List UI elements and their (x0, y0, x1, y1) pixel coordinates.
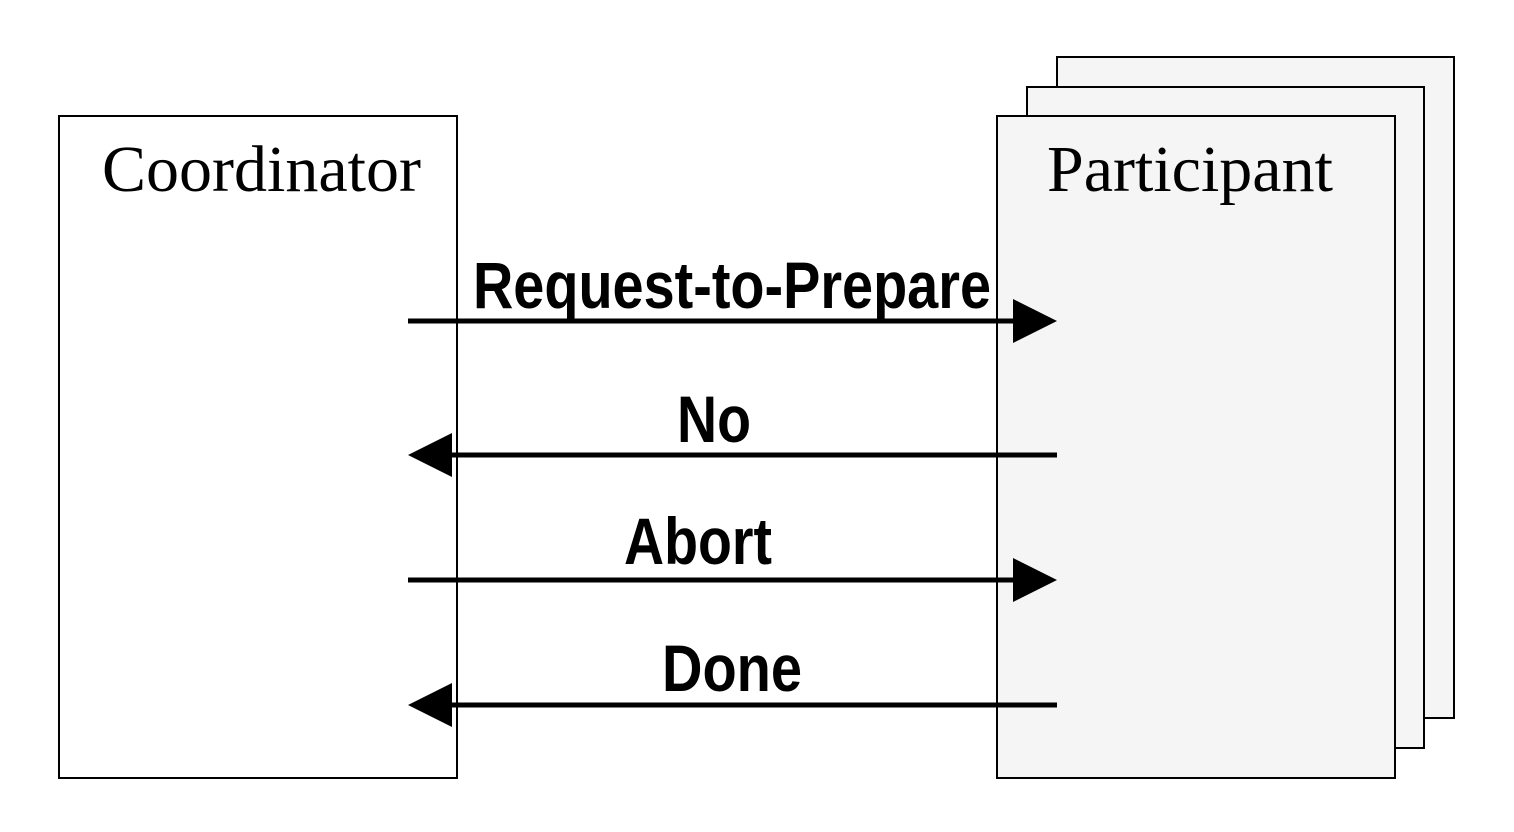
message-request-to-prepare: Request-to-Prepare (408, 248, 1057, 343)
coordinator-node: Coordinator (58, 115, 458, 779)
message-label: Done (662, 631, 802, 705)
message-abort: Abort (408, 504, 1057, 602)
arrowhead-left-icon (408, 433, 452, 477)
participant-box (996, 115, 1396, 779)
arrowhead-right-icon (1013, 558, 1057, 602)
message-no: No (408, 382, 1057, 477)
message-label: No (677, 382, 751, 456)
participant-node: Participant (996, 56, 1455, 779)
message-done: Done (408, 631, 1057, 727)
message-label: Request-to-Prepare (473, 248, 991, 322)
coordinator-box (58, 115, 458, 779)
coordinator-title: Coordinator (102, 133, 421, 206)
arrowhead-right-icon (1013, 299, 1057, 343)
arrowhead-left-icon (408, 683, 452, 727)
participant-title: Participant (1047, 133, 1333, 206)
message-label: Abort (624, 504, 772, 578)
